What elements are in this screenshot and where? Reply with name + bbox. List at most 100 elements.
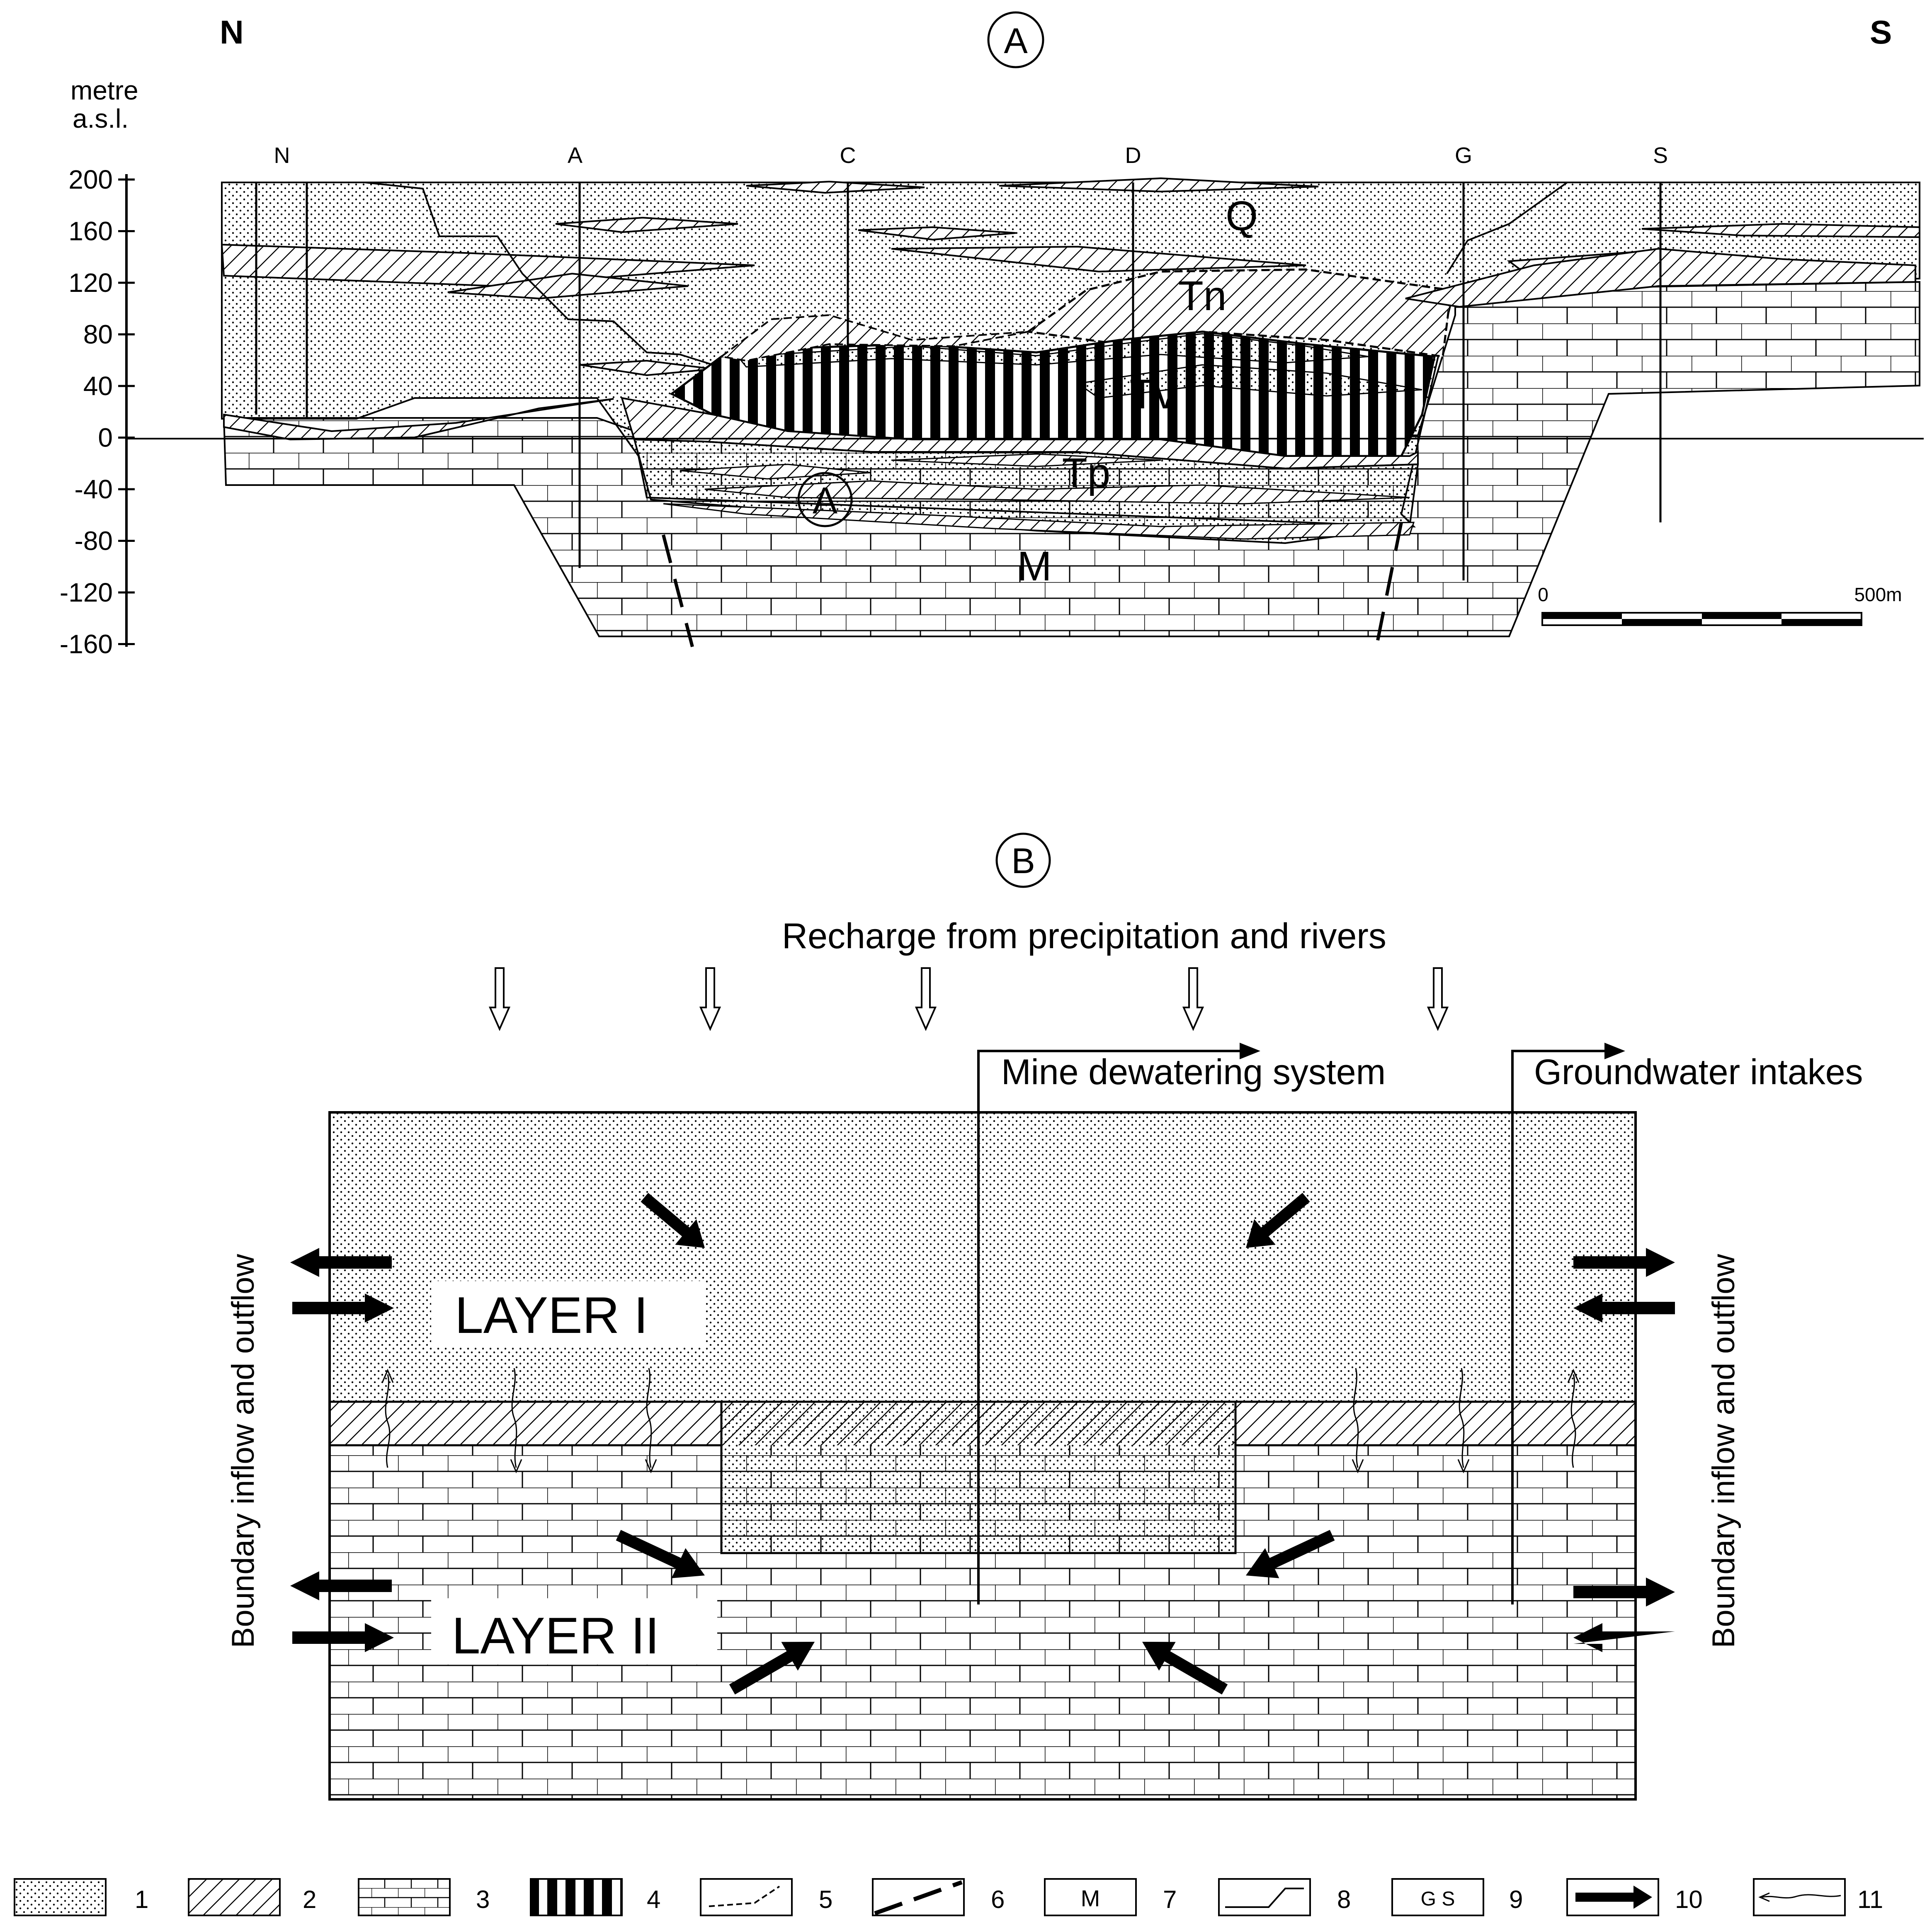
leakage-arrowhead-icon: [381, 1369, 394, 1383]
legend-dashed-boundary-swatch: [700, 1878, 793, 1916]
scale-start: 0: [1538, 584, 1549, 605]
y-tick-label: -120: [60, 578, 113, 607]
inflow-arrow-icon: [292, 1294, 394, 1323]
legend-clay-swatch: [188, 1878, 281, 1916]
leakage-arrowhead-icon: [1352, 1459, 1364, 1473]
legend-number: 3: [476, 1886, 490, 1913]
legend-leakage-arrow-icon: [1762, 1894, 1841, 1899]
unit-label-m: M: [1017, 543, 1051, 590]
legend-number: 9: [1509, 1886, 1523, 1913]
leakage-arrowhead-icon: [1567, 1369, 1580, 1383]
legend-item-11: 11: [1753, 1878, 1883, 1916]
leakage-arrows: [381, 1368, 1580, 1473]
legend-number: 7: [1163, 1886, 1177, 1913]
flow-arrow-icon: [1246, 1193, 1310, 1248]
axis-unit-metre: metre: [70, 75, 138, 105]
legend-surface-line-swatch: [1218, 1878, 1311, 1916]
legend-number: 4: [647, 1886, 660, 1913]
legend-dashed-line: [709, 1886, 780, 1907]
clay-base-north: [223, 398, 614, 441]
clay-lens: [555, 216, 738, 233]
section-b-marker-circle: [995, 833, 1051, 888]
y-tick-label: -160: [60, 629, 113, 659]
legend: 1 2 3 4 5 6 M 7: [14, 1878, 1883, 1916]
y-tick-label: -40: [75, 474, 113, 504]
legend-item-3: 3: [358, 1878, 490, 1916]
flow-arrow-icon: [729, 1642, 815, 1695]
unit-labels: Q Tn Tv Tp M A: [797, 193, 1258, 590]
leakage-up-arrow-icon: [1570, 1374, 1576, 1468]
north-label: N: [220, 14, 244, 51]
unit-label-tp: Tp: [1062, 450, 1111, 496]
flow-arrow-icon: [641, 1193, 705, 1248]
legend-number: 8: [1337, 1886, 1351, 1913]
borehole-label: G: [1455, 143, 1472, 168]
legend-number: 1: [135, 1886, 148, 1913]
unit-label-tn: Tn: [1178, 273, 1227, 319]
inflow-arrow-icon: [1573, 1623, 1675, 1652]
layer2-label: LAYER II: [452, 1607, 660, 1665]
flow-arrow-icon: [616, 1530, 705, 1578]
tp-clay-base: [663, 503, 1415, 540]
tp-clay-lens: [680, 464, 871, 480]
unit-label-a: A: [813, 480, 837, 522]
mine-dewatering-label: Mine dewatering system: [1001, 1052, 1386, 1092]
clay-lens: [999, 177, 1319, 193]
legend-item-1: 1: [14, 1878, 148, 1916]
y-tick-label: -80: [75, 526, 113, 556]
leakage-arrowhead-icon: [645, 1459, 657, 1473]
boundary-arrows: [290, 1248, 1675, 1652]
legend-item-8: 8: [1218, 1878, 1351, 1916]
y-tick-label: 120: [68, 268, 113, 298]
geological-section: [126, 177, 1924, 648]
section-a: N S A metre a.s.l. 20016012080400-40-80-…: [60, 11, 1924, 659]
scale-bar: 0 500m: [1538, 584, 1902, 626]
inflow-arrow-icon: [292, 1623, 394, 1652]
inflow-arrow-icon: [1573, 1294, 1675, 1323]
y-tick-label: 200: [68, 165, 113, 194]
scale-end: 500m: [1854, 584, 1902, 605]
recharge-arrow-icon: [699, 967, 721, 1031]
section-a-marker: A: [1004, 21, 1028, 61]
south-label: S: [1870, 14, 1892, 51]
borehole-label: N: [274, 143, 290, 168]
legend-item-7: M 7: [1044, 1878, 1177, 1916]
tv-sand-interlayer: [737, 333, 1369, 368]
legend-item-4: 4: [530, 1878, 660, 1916]
leakage-down-arrow-icon: [1353, 1368, 1359, 1468]
boreholes: [255, 182, 1662, 580]
section-b: B Recharge from precipitation and rivers…: [226, 833, 1863, 1801]
section-a-marker-circle: [987, 11, 1044, 68]
legend-item-10: 10: [1566, 1878, 1703, 1916]
legend-unit-symbol: M: [1081, 1885, 1100, 1911]
unit-label-q: Q: [1226, 193, 1258, 239]
recharge-arrow-icon: [488, 967, 511, 1031]
clay-lens: [447, 272, 689, 300]
outflow-arrow-icon: [1573, 1248, 1675, 1277]
clay-lens: [891, 245, 1306, 273]
clay-lens: [221, 243, 755, 287]
borehole-labels: N A C D G S: [274, 143, 1668, 168]
borehole-label: S: [1653, 143, 1668, 168]
legend-item-2: 2: [188, 1878, 316, 1916]
borehole-label: D: [1125, 143, 1141, 168]
outflow-arrow-icon: [1573, 1578, 1675, 1607]
section-b-marker: B: [1011, 841, 1035, 881]
layer1-label-bg: [431, 1281, 705, 1347]
layer2-label-bg: [431, 1598, 717, 1665]
mine-dewatering-line: [977, 1050, 1244, 1604]
legend-item-6: 6: [872, 1878, 1005, 1916]
groundwater-intake-line: [1511, 1050, 1609, 1604]
unit-label-tv: Tv: [1129, 371, 1175, 417]
legend-flow-arrow-icon: [1575, 1886, 1652, 1909]
legend-borehole-swatch: [1391, 1878, 1484, 1916]
layer1-box: [330, 1112, 1636, 1402]
fault-line: [662, 534, 694, 648]
tp-clay-lens: [891, 453, 1161, 467]
groundwater-intake-arrow-icon: [1604, 1043, 1625, 1059]
layer1-label: LAYER I: [455, 1287, 648, 1344]
groundwater-intake-label: Groundwater intakes: [1534, 1052, 1863, 1092]
excavation-outline: [1446, 182, 1568, 274]
legend-borehole-symbol: G S: [1421, 1888, 1455, 1910]
